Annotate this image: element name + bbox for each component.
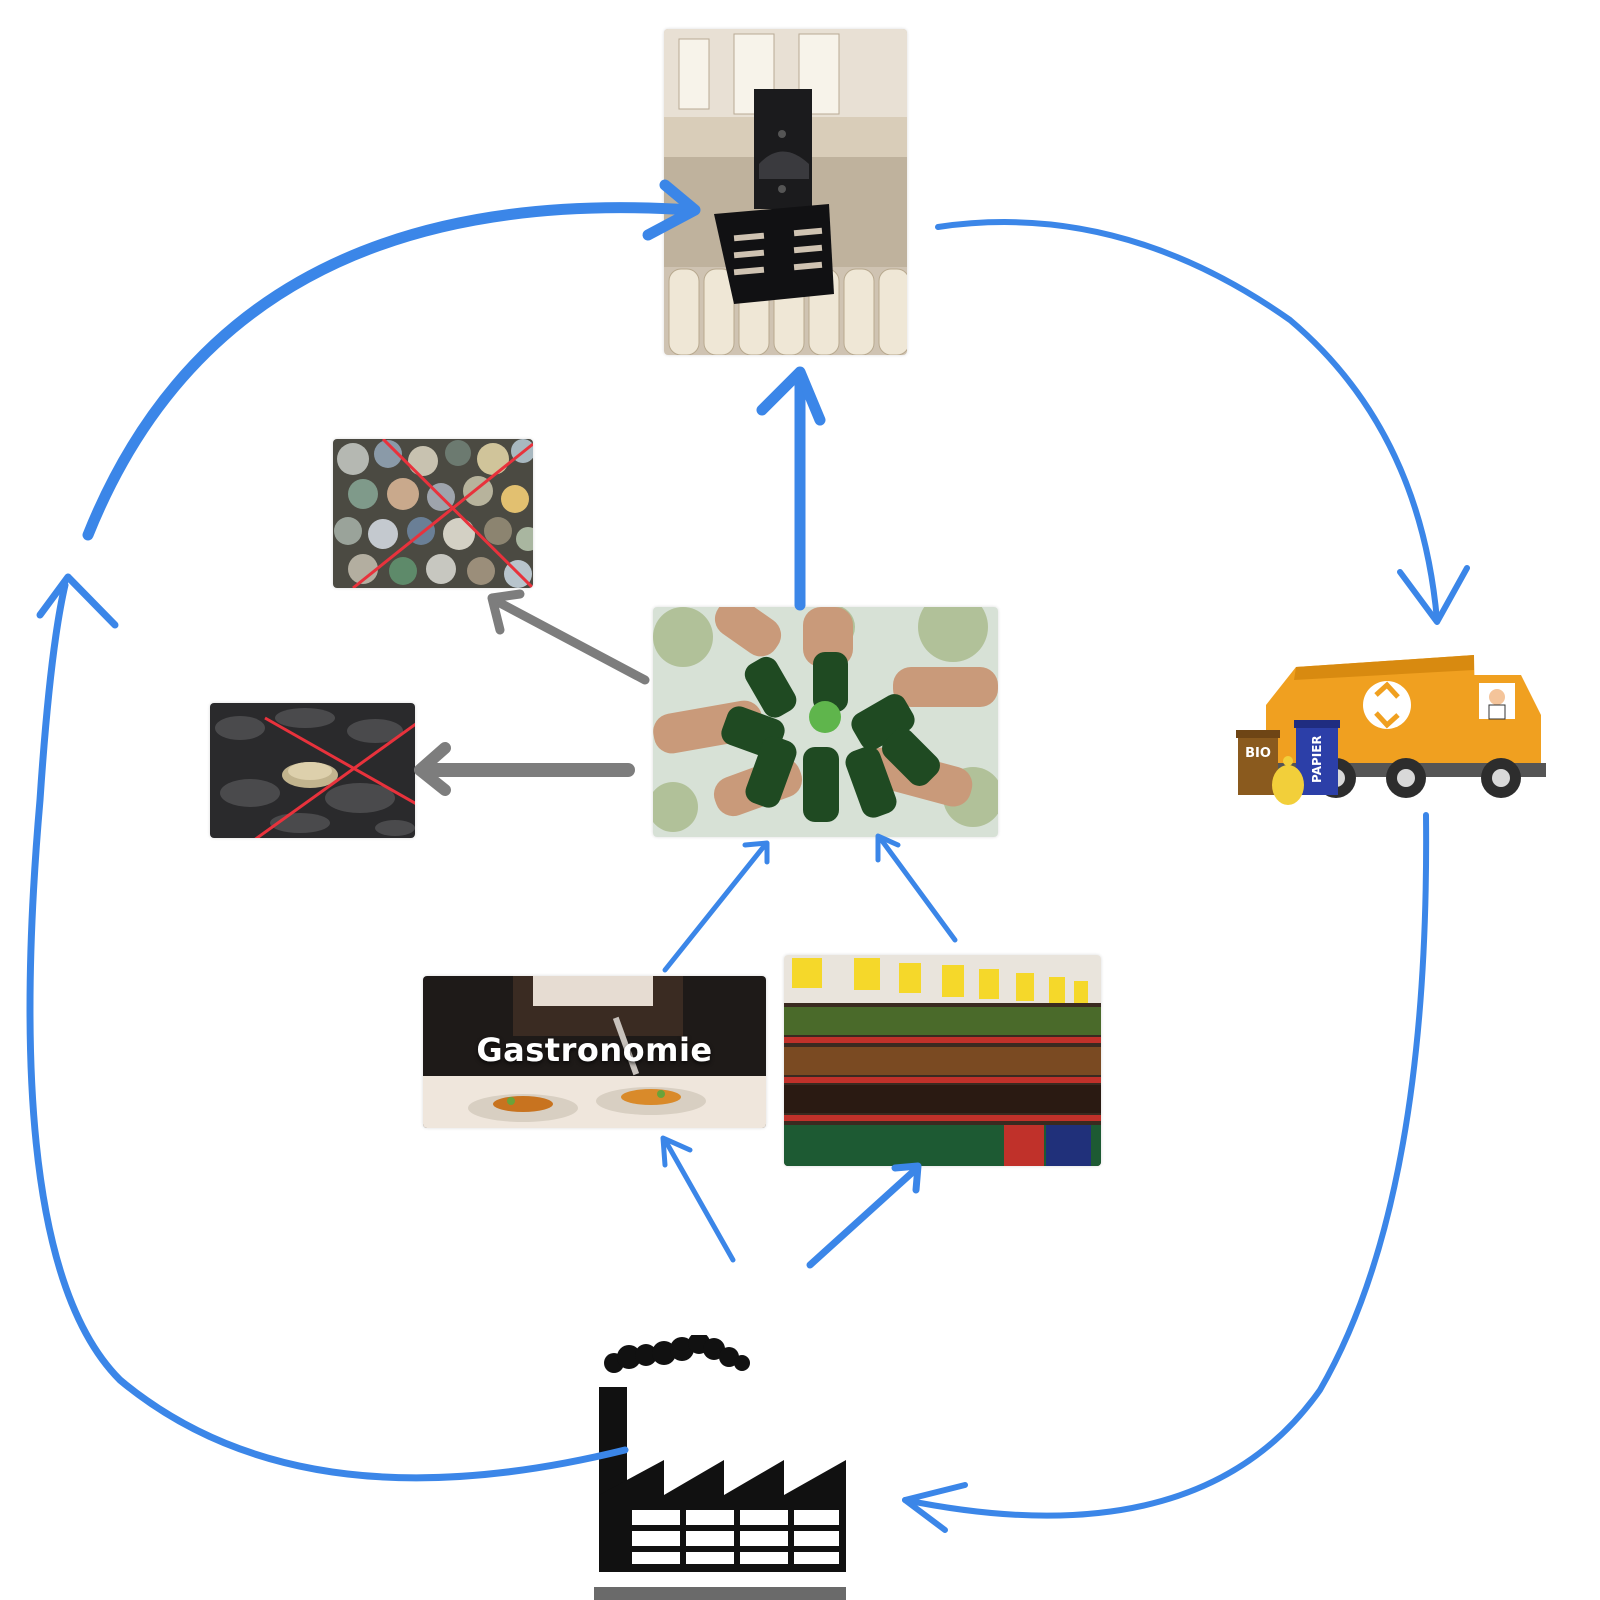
discard-arrowhead	[487, 589, 525, 635]
factory-image	[564, 1335, 876, 1600]
supermarket-image	[784, 955, 1101, 1166]
cheers-bottles-image	[653, 607, 998, 837]
bottle-caps-pile-icon	[333, 439, 533, 588]
flow-arrowhead	[742, 840, 770, 865]
gastronomie-image: Gastronomie	[423, 976, 766, 1128]
cheers-bottles-icon	[653, 607, 998, 837]
flow-arrowhead	[36, 573, 119, 629]
flow-arrowhead	[875, 833, 901, 863]
garbage-truck-icon: BIO PAPIER	[1236, 655, 1546, 805]
flow-arrowhead	[660, 1135, 693, 1168]
cap-on-ground-icon	[210, 703, 415, 838]
flow-arrow-gastronomie-to-cheers	[662, 842, 768, 973]
factory-icon	[594, 1335, 846, 1600]
bottle-opener-image	[664, 29, 907, 355]
flow-arrowhead	[902, 1482, 968, 1533]
cap-on-ground-image	[210, 703, 415, 838]
bin-papier-label: PAPIER	[1310, 735, 1324, 783]
garbage-truck-image: BIO PAPIER	[1236, 585, 1554, 833]
supermarket-icon	[784, 955, 1101, 1166]
flow-arrowhead	[891, 1162, 922, 1194]
flow-arrow-opener-to-truck	[935, 219, 1440, 623]
bin-bio-label: BIO	[1245, 746, 1271, 761]
flow-arrow-factory-to-supermarket	[806, 1166, 919, 1269]
bottle-opener-icon	[664, 29, 907, 355]
discard-arrowhead	[414, 742, 451, 796]
discard-arrow-to-caps-pile	[495, 598, 650, 685]
flow-arrow-factory-to-gastronomie	[662, 1137, 736, 1263]
flow-arrow-supermarket-to-cheers	[877, 835, 958, 943]
bottle-caps-pile-image	[333, 439, 533, 588]
gastronomie-label: Gastronomie	[476, 1031, 713, 1069]
flow-arrowhead	[756, 366, 826, 426]
